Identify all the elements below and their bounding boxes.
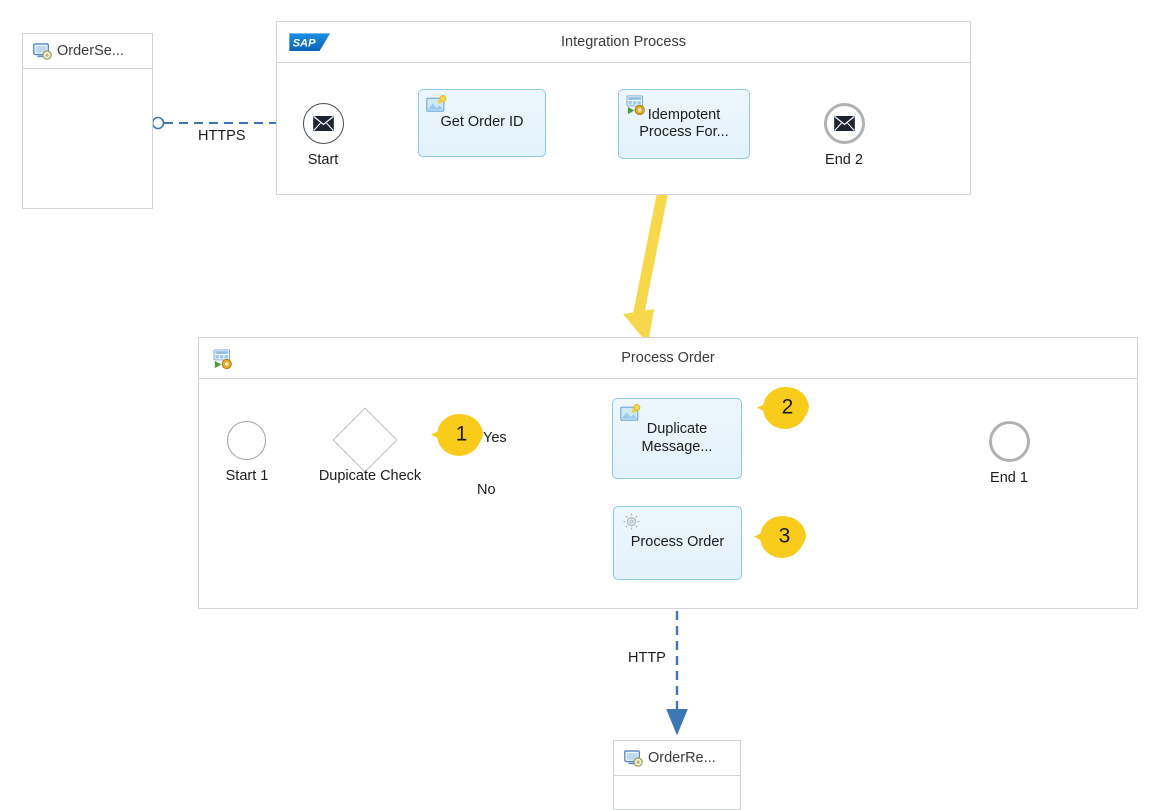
pool-integration-process-title: Integration Process bbox=[561, 34, 686, 50]
gear-icon bbox=[623, 513, 640, 530]
flow-label-yes: Yes bbox=[483, 430, 507, 446]
participant-sender[interactable]: OrderSe... bbox=[22, 33, 153, 209]
pool-process-order-header: Process Order bbox=[199, 338, 1137, 379]
event-start[interactable] bbox=[303, 103, 344, 144]
task-duplicate-message[interactable]: Duplicate Message... bbox=[612, 398, 742, 479]
event-end-2[interactable] bbox=[824, 103, 865, 144]
badge-2: 2 bbox=[757, 385, 809, 431]
event-end-1[interactable] bbox=[989, 421, 1030, 462]
callout-balloon-icon bbox=[757, 387, 809, 429]
local-process-icon bbox=[213, 349, 232, 369]
envelope-icon bbox=[834, 116, 855, 131]
pool-process-order-title: Process Order bbox=[621, 350, 715, 366]
message-flow-source-marker bbox=[151, 116, 165, 130]
task-idempotent-process[interactable]: Idempotent Process For... bbox=[618, 89, 750, 159]
message-flow-https-label: HTTPS bbox=[198, 128, 246, 144]
system-participant-icon bbox=[33, 42, 52, 60]
badge-2-number: 2 bbox=[781, 395, 794, 419]
task-process-order[interactable]: Process Order bbox=[613, 506, 742, 580]
participant-sender-header: OrderSe... bbox=[23, 34, 152, 69]
badge-1: 1 bbox=[431, 412, 483, 458]
sap-logo: SAP bbox=[289, 33, 331, 52]
participant-receiver-header: OrderRe... bbox=[614, 741, 740, 776]
task-process-order-label: Process Order bbox=[630, 534, 725, 551]
svg-text:SAP: SAP bbox=[293, 37, 316, 49]
callout-balloon-icon bbox=[431, 414, 483, 456]
badge-3: 3 bbox=[754, 514, 806, 560]
content-modifier-icon bbox=[620, 404, 641, 421]
badge-3-number: 3 bbox=[778, 524, 791, 548]
gateway-duplicate-check-label: Dupicate Check bbox=[318, 468, 422, 484]
badge-1-number: 1 bbox=[455, 422, 468, 446]
flow-label-no: No bbox=[477, 482, 496, 498]
pool-integration-process-header: SAP Integration Process bbox=[277, 22, 970, 63]
event-end-1-label: End 1 bbox=[990, 470, 1028, 486]
event-start-1[interactable] bbox=[227, 421, 266, 460]
participant-sender-title: OrderSe... bbox=[57, 43, 124, 59]
task-idempotent-process-label: Idempotent Process For... bbox=[639, 106, 729, 140]
content-modifier-icon bbox=[426, 95, 447, 112]
envelope-icon bbox=[313, 116, 334, 131]
participant-receiver[interactable]: OrderRe... bbox=[613, 740, 741, 810]
message-flow-http-label: HTTP bbox=[628, 650, 666, 666]
event-start-label: Start bbox=[307, 152, 339, 168]
event-end-2-label: End 2 bbox=[825, 152, 863, 168]
system-participant-icon bbox=[624, 749, 643, 767]
task-get-order-id[interactable]: Get Order ID bbox=[418, 89, 546, 157]
callout-balloon-icon bbox=[754, 516, 806, 558]
task-duplicate-message-label: Duplicate Message... bbox=[641, 421, 713, 455]
local-process-icon bbox=[626, 95, 645, 115]
event-start-1-label: Start 1 bbox=[225, 468, 269, 484]
task-get-order-id-label: Get Order ID bbox=[440, 114, 524, 131]
participant-receiver-title: OrderRe... bbox=[648, 750, 716, 766]
